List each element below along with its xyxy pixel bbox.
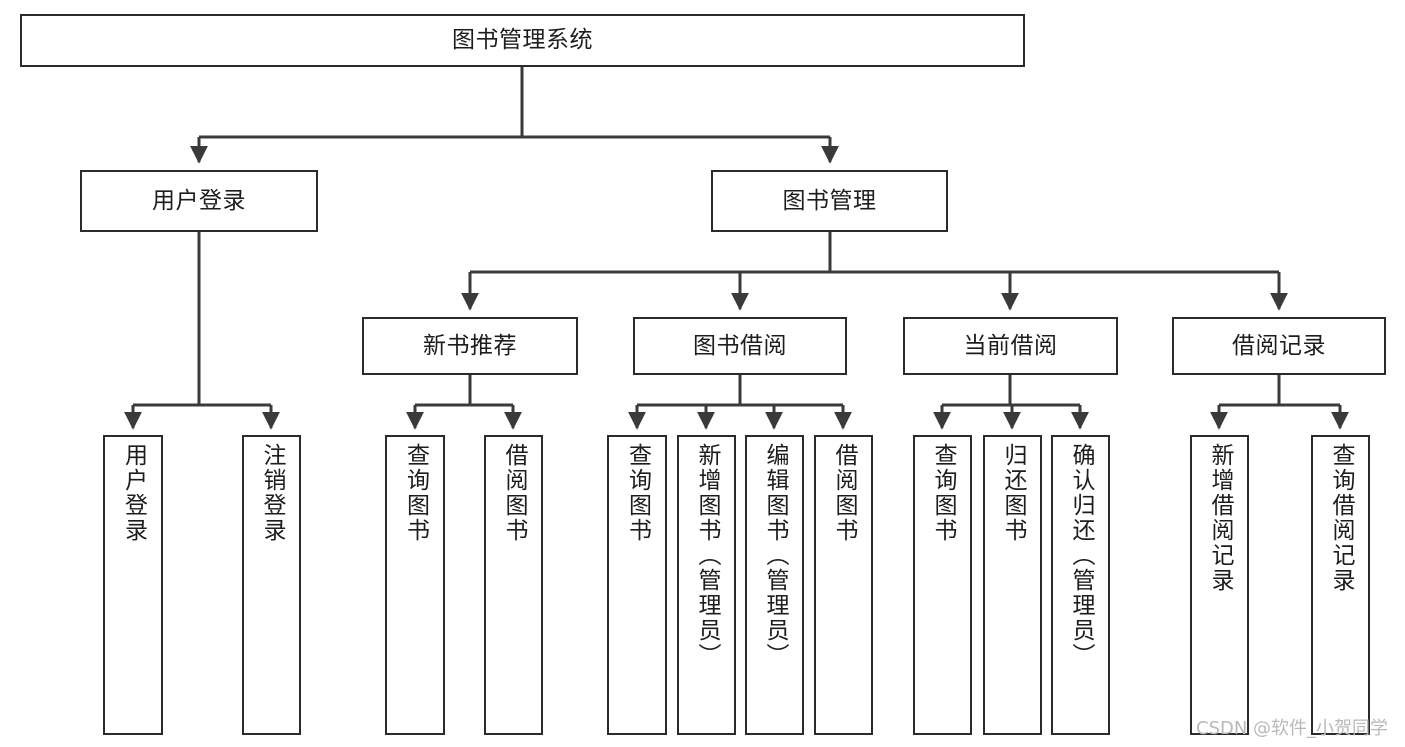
node-leaf-return-book-label: 归还图书 [1000, 443, 1026, 543]
node-root-label: 图书管理系统 [452, 27, 593, 54]
node-leaf-query-book-1-label: 查询图书 [402, 443, 429, 543]
node-leaf-query-book-2-label: 查询图书 [624, 443, 651, 543]
node-current-borrow-label: 当前借阅 [963, 332, 1058, 359]
node-leaf-query-book-2[interactable]: 查询图书 [607, 435, 667, 735]
node-leaf-borrow-book-1-label: 借阅图书 [501, 443, 527, 543]
node-leaf-add-record-label: 新增借阅记录 [1207, 443, 1233, 593]
node-leaf-add-record[interactable]: 新增借阅记录 [1190, 435, 1249, 735]
node-leaf-user-login-label: 用户登录 [120, 443, 147, 543]
node-leaf-query-record-label: 查询借阅记录 [1328, 443, 1354, 593]
node-leaf-borrow-book-2-label: 借阅图书 [831, 443, 857, 543]
node-borrow-record-label: 借阅记录 [1232, 332, 1326, 359]
node-leaf-edit-book[interactable]: 编辑图书（管理员） [745, 435, 804, 735]
node-leaf-borrow-book-1[interactable]: 借阅图书 [484, 435, 543, 735]
node-new-book-recommend-label: 新书推荐 [423, 332, 517, 359]
node-book-manage[interactable]: 图书管理 [711, 170, 948, 232]
node-leaf-borrow-book-2[interactable]: 借阅图书 [814, 435, 873, 735]
node-book-manage-label: 图书管理 [782, 187, 877, 214]
node-leaf-return-book[interactable]: 归还图书 [983, 435, 1042, 735]
node-leaf-user-logout-label: 注销登录 [259, 443, 285, 543]
node-leaf-add-book[interactable]: 新增图书（管理员） [677, 435, 736, 735]
node-book-borrow[interactable]: 图书借阅 [633, 317, 847, 375]
node-current-borrow[interactable]: 当前借阅 [903, 317, 1118, 375]
node-leaf-user-login[interactable]: 用户登录 [103, 435, 163, 735]
node-leaf-confirm-return[interactable]: 确认归还（管理员） [1051, 435, 1110, 735]
node-user-login[interactable]: 用户登录 [80, 170, 318, 232]
node-leaf-query-book-3-label: 查询图书 [930, 443, 956, 543]
node-leaf-query-book-3[interactable]: 查询图书 [913, 435, 972, 735]
node-user-login-label: 用户登录 [152, 187, 246, 214]
node-borrow-record[interactable]: 借阅记录 [1172, 317, 1386, 375]
node-leaf-confirm-return-label: 确认归还（管理员） [1068, 443, 1094, 668]
node-leaf-edit-book-label: 编辑图书（管理员） [762, 443, 788, 668]
node-leaf-query-book-1[interactable]: 查询图书 [385, 435, 445, 735]
node-leaf-add-book-label: 新增图书（管理员） [694, 443, 720, 668]
node-root[interactable]: 图书管理系统 [20, 14, 1025, 67]
node-new-book-recommend[interactable]: 新书推荐 [362, 317, 578, 375]
node-book-borrow-label: 图书借阅 [693, 332, 787, 359]
node-leaf-user-logout[interactable]: 注销登录 [242, 435, 301, 735]
node-leaf-query-record[interactable]: 查询借阅记录 [1311, 435, 1370, 735]
